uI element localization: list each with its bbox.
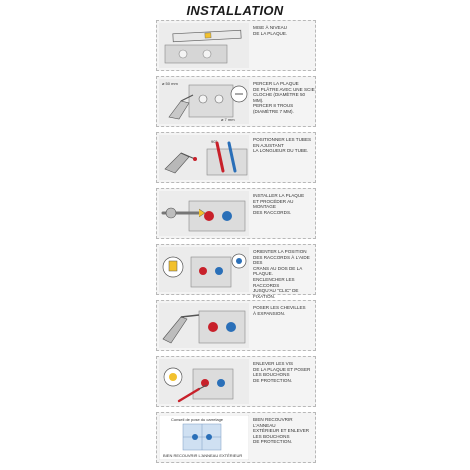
pipe-cutter-icon: 90°	[159, 135, 249, 180]
installation-steps: MISE À NIVEAU DE LA PLAQUE. ø 50 mm ø 7 …	[156, 20, 316, 468]
step-3: 90° POSITIONNER LES TUBES EN AJUSTANT LA…	[156, 132, 316, 183]
step-6: POSER LES CHEVILLES À EXPANSION.	[156, 300, 316, 351]
step-1-text: MISE À NIVEAU DE LA PLAQUE.	[253, 25, 288, 36]
step-6-text: POSER LES CHEVILLES À EXPANSION.	[253, 305, 306, 316]
angle-label: 90°	[211, 139, 217, 144]
step-4: INSTALLER LA PLAQUE ET PROCÉDER AU MONTA…	[156, 188, 316, 239]
step-8-text: BIEN RECOUVRIR L'ANNEAU EXTÉRIEUR ET ENL…	[253, 417, 310, 445]
step-5: ORIENTER LA POSITION DES RACCORDS À L'AI…	[156, 244, 316, 316]
step-4-text: INSTALLER LA PLAQUE ET PROCÉDER AU MONTA…	[253, 193, 305, 215]
drill-label: ø 7 mm	[221, 117, 235, 122]
drill-icon: ø 50 mm ø 7 mm	[159, 79, 249, 124]
page-title: INSTALLATION	[186, 3, 284, 18]
hole-saw-label: ø 50 mm	[162, 81, 178, 86]
connector-icon	[159, 247, 249, 292]
wrench-icon	[159, 191, 249, 236]
step-7: ENLEVER LES VIS DE LA PLAQUE ET POSER LE…	[156, 356, 316, 407]
step-2-text: PERCER LA PLAQUE DE PLÂTRE AVEC UNE SCIE…	[253, 81, 315, 114]
step-7-text: ENLEVER LES VIS DE LA PLAQUE ET POSER LE…	[253, 361, 311, 383]
tile-advice-footer: BIEN RECOUVRIR L'ANNEAU EXTÉRIEUR	[163, 453, 242, 458]
tile-advice-header: Conseil de pose du carrelage	[171, 417, 224, 422]
screwdriver-icon	[159, 359, 249, 404]
step-2: ø 50 mm ø 7 mm PERCER LA PLAQUE DE PLÂTR…	[156, 76, 316, 127]
tile-icon: Conseil de pose du carrelage BIEN RECOUV…	[159, 415, 249, 460]
step-1: MISE À NIVEAU DE LA PLAQUE.	[156, 20, 316, 71]
level-icon	[159, 23, 249, 68]
step-8: Conseil de pose du carrelage BIEN RECOUV…	[156, 412, 316, 463]
step-3-text: POSITIONNER LES TUBES EN AJUSTANT LA LON…	[253, 137, 312, 154]
expansion-plier-icon	[159, 303, 249, 348]
